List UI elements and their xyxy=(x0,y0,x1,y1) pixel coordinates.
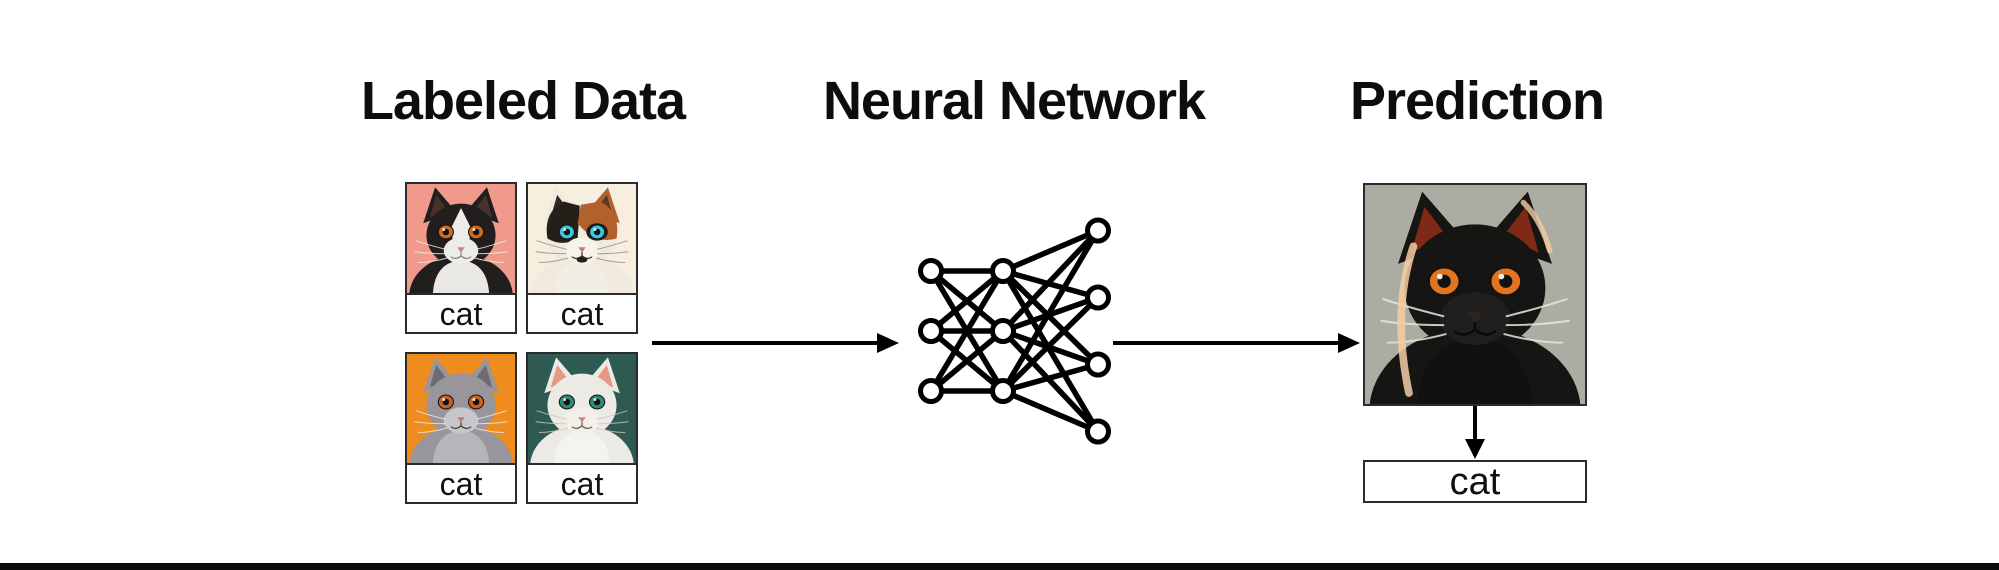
labeled-data-title: Labeled Data xyxy=(360,71,686,131)
cat-image-white xyxy=(528,354,636,463)
labeled-card-3: cat xyxy=(405,352,517,504)
labeled-card-4: cat xyxy=(526,352,638,504)
prediction-title: Prediction xyxy=(1349,71,1605,131)
card-label: cat xyxy=(407,293,515,332)
prediction-cat-image xyxy=(1363,183,1587,406)
neural-network-graphic xyxy=(918,217,1111,445)
card-label: cat xyxy=(528,293,636,332)
card-label: cat xyxy=(407,463,515,502)
arrow-image-to-label xyxy=(1465,406,1485,459)
neural-network-title: Neural Network xyxy=(822,71,1206,131)
bottom-edge-bar xyxy=(0,563,1999,570)
labeled-card-2: cat xyxy=(526,182,638,334)
cat-image-gray xyxy=(407,354,515,463)
arrow-network-to-prediction xyxy=(1113,333,1360,353)
labeled-card-1: cat xyxy=(405,182,517,334)
cat-image-calico xyxy=(528,184,636,293)
prediction-label-box: cat xyxy=(1363,460,1587,503)
card-label: cat xyxy=(528,463,636,502)
arrow-data-to-network xyxy=(652,333,899,353)
cat-image-tuxedo xyxy=(407,184,515,293)
